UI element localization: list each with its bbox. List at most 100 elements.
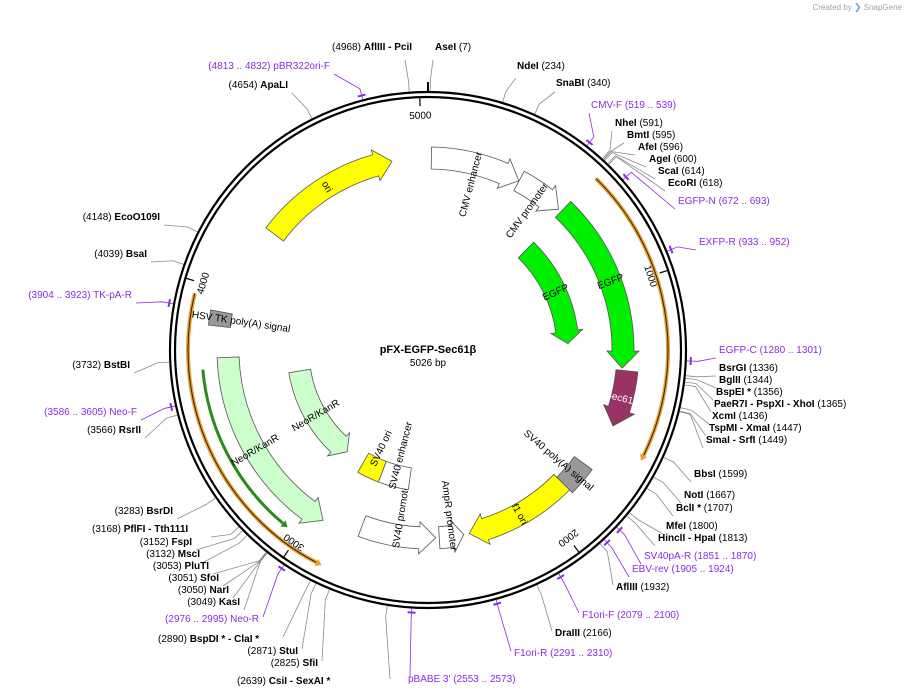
primer-binding-mark	[277, 565, 286, 572]
enzyme-name: TspMI	[709, 423, 737, 434]
enzyme-label: NotI (1667)	[684, 490, 735, 501]
primer-name: EBV-rev	[632, 564, 671, 575]
enzyme-label: (3049) KasI	[187, 597, 240, 608]
tick-label: 5000	[409, 110, 432, 122]
enzyme-label: MfeI (1800)	[666, 521, 718, 532]
snapgene-watermark: Created by ❯ SnapGene	[813, 2, 902, 13]
primer-name: F1ori-F	[582, 610, 617, 621]
enzyme-name: BspDI *	[190, 634, 226, 645]
enzyme-label: SnaBI (340)	[556, 78, 610, 89]
primer-label: SV40pA-R (1851 .. 1870)	[644, 551, 756, 562]
enzyme-name: PflFI	[124, 524, 146, 535]
enzyme-leader-line	[210, 526, 240, 538]
enzyme-name: SfoI	[200, 573, 219, 584]
tick-label: 2000	[555, 526, 580, 548]
enzyme-name: AseI	[435, 42, 456, 53]
enzyme-position: (595)	[649, 130, 675, 141]
feature-cmv-enhancer	[430, 146, 520, 189]
feature-sv40-ori	[357, 452, 387, 483]
enzyme-suffix: - SexAI *	[287, 676, 330, 687]
enzyme-name: BsaI	[126, 249, 147, 260]
enzyme-position: (1365)	[815, 399, 847, 410]
enzyme-label: AgeI (600)	[649, 154, 697, 165]
enzyme-label: (3283) BsrDI	[115, 506, 174, 517]
enzyme-position: (4148)	[83, 212, 115, 223]
primer-leader-line	[616, 527, 642, 565]
primer-range: (4813 .. 4832)	[208, 61, 273, 72]
enzyme-label: (3732) BstBI	[72, 360, 130, 371]
enzyme-label: (3566) RsrII	[87, 425, 141, 436]
enzyme-position: (3152)	[140, 537, 172, 548]
primer-range: (1905 .. 1924)	[671, 564, 733, 575]
enzyme-position: (600)	[671, 154, 697, 165]
enzyme-position: (1707)	[701, 503, 733, 514]
enzyme-label: BmtI (595)	[627, 130, 675, 141]
enzyme-label: (4039) BsaI	[94, 249, 147, 260]
enzyme-leader-line	[536, 584, 553, 632]
enzyme-name: AfeI	[638, 142, 657, 153]
primer-range: (672 .. 693)	[719, 196, 770, 207]
enzyme-name: HincII	[658, 533, 685, 544]
enzyme-position: (618)	[696, 178, 722, 189]
primer-range: (2976 .. 2995)	[165, 614, 230, 625]
enzyme-name: AgeI	[649, 154, 671, 165]
primer-label: EGFP-C (1280 .. 1301)	[719, 345, 822, 356]
enzyme-leader-line	[608, 156, 666, 192]
enzyme-name: EcoO109I	[114, 212, 160, 223]
enzyme-position: (2890)	[158, 634, 190, 645]
enzyme-name: CsiI	[269, 676, 288, 687]
feature-arcs	[186, 177, 670, 566]
enzyme-leader-line	[176, 497, 216, 520]
tick-mark	[573, 545, 580, 553]
enzyme-leader-line	[195, 530, 243, 551]
orf-arc-core	[595, 178, 669, 456]
enzyme-label: (4654) ApaLI	[229, 80, 289, 91]
enzyme-position: (340)	[584, 78, 610, 89]
primer-name: EGFP-C	[719, 345, 760, 356]
enzyme-label: DraIII (2166)	[555, 628, 612, 639]
enzyme-label: AflIII (1932)	[616, 582, 669, 593]
enzyme-label: (2890) BspDI * - ClaI *	[158, 634, 259, 645]
enzyme-position: (3732)	[72, 360, 104, 371]
enzyme-name: NheI	[615, 118, 637, 129]
enzyme-leader-line	[646, 487, 674, 517]
enzyme-leader-line	[685, 375, 717, 378]
enzyme-label: (3053) PluTI	[153, 561, 209, 572]
orf-arc-green	[201, 369, 285, 525]
feature-neor-inner	[288, 368, 351, 457]
enzyme-label: AfeI (596)	[638, 142, 683, 153]
enzyme-position: (3049)	[187, 597, 219, 608]
primer-name: F1ori-R	[514, 648, 550, 659]
enzyme-position: (1800)	[686, 521, 718, 532]
site-lines	[133, 59, 717, 680]
enzyme-position: (234)	[539, 61, 565, 72]
primer-leader-line	[409, 608, 413, 678]
enzyme-name: XcmI	[712, 411, 736, 422]
primer-range: (1280 .. 1301)	[760, 345, 822, 356]
primer-range: (3904 .. 3923)	[28, 290, 93, 301]
enzyme-leader-line	[685, 377, 717, 389]
enzyme-label: NheI (591)	[615, 118, 663, 129]
enzyme-name: EcoRI	[668, 178, 697, 189]
primer-label: (3586 .. 3605) Neo-F	[44, 407, 137, 418]
tick-label: 4000	[195, 271, 212, 296]
enzyme-leader-line	[607, 155, 656, 180]
enzyme-name: FspI	[171, 537, 192, 548]
primer-label: (2976 .. 2995) Neo-R	[165, 614, 259, 625]
enzyme-name: StuI	[279, 646, 298, 657]
primer-leader-line	[495, 599, 512, 652]
primer-range: (519 .. 539)	[625, 100, 676, 111]
enzyme-leader-line	[243, 552, 268, 611]
enzyme-name: BspEI *	[716, 387, 751, 398]
enzyme-label: TspMI - XmaI (1447)	[709, 423, 802, 434]
enzyme-name: PaeR7I	[714, 399, 748, 410]
watermark-brand: SnapGene	[863, 3, 902, 12]
orf-arrowhead-green	[280, 520, 288, 528]
enzyme-name: MfeI	[666, 521, 686, 532]
enzyme-position: (3283)	[115, 506, 147, 517]
enzyme-position: (4968)	[332, 42, 364, 53]
enzyme-label: PaeR7I - PspXI - XhoI (1365)	[714, 399, 846, 410]
feature-sv40-promoter	[357, 515, 437, 555]
enzyme-label: BglII (1344)	[719, 375, 772, 386]
enzyme-leader-line	[203, 534, 248, 563]
